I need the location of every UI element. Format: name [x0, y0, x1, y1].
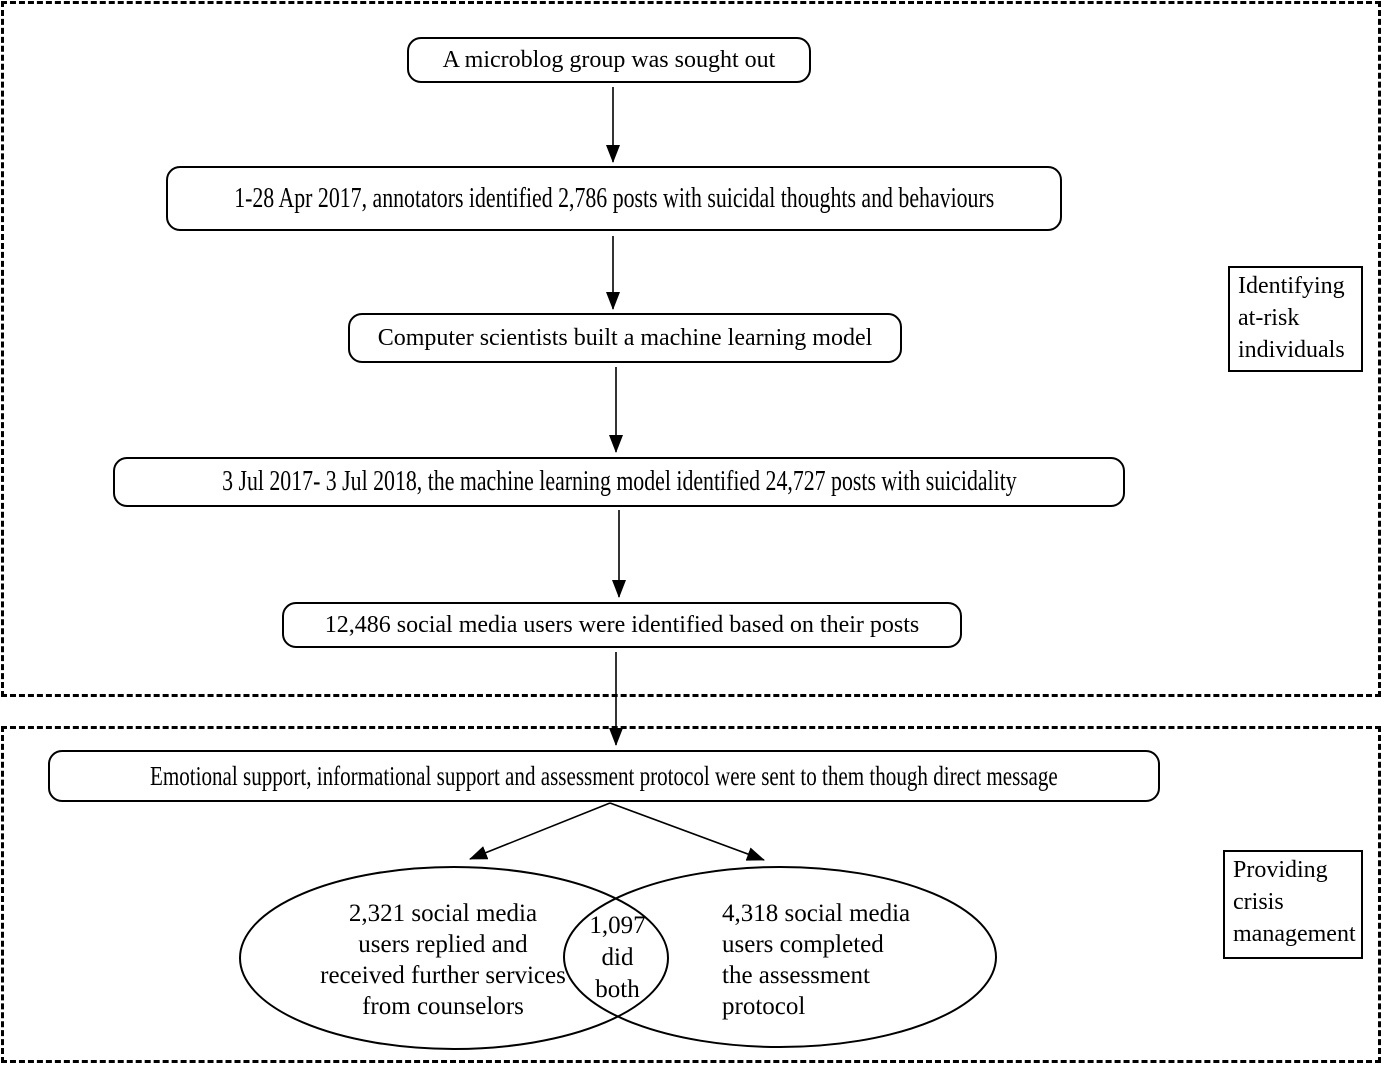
dashed-section-identifying [1, 1, 1381, 697]
flow-box-support-sent: Emotional support, informational support… [48, 750, 1160, 802]
flow-box-text: Emotional support, informational support… [150, 760, 1058, 791]
flow-box-users-identified: 12,486 social media users were identifie… [282, 602, 962, 648]
arrow-box6-right-ellipse [609, 802, 765, 861]
venn-right-ellipse [563, 866, 997, 1048]
stage-label-providing: Providing crisis management [1223, 850, 1363, 959]
flow-box-text: 3 Jul 2017- 3 Jul 2018, the machine lear… [221, 466, 1017, 497]
arrow-box6-left-ellipse [469, 802, 611, 860]
venn-left-label: 2,321 social media users replied and rec… [320, 900, 566, 1020]
flow-box-text: 12,486 social media users were identifie… [324, 611, 920, 638]
dashed-section-providing [1, 726, 1381, 1063]
flow-box-ml-model-identified: 3 Jul 2017- 3 Jul 2018, the machine lear… [113, 457, 1125, 507]
venn-right-label: 4,318 social media users completed the a… [722, 900, 911, 1020]
flow-box-text: A microblog group was sought out [442, 46, 776, 73]
stage-label-identifying: Identifying at-risk individuals [1228, 266, 1363, 372]
flow-box-microblog-group: A microblog group was sought out [407, 37, 811, 83]
venn-overlap-label: 1,097 did both [589, 912, 646, 1003]
flow-box-text: 1-28 Apr 2017, annotators identified 2,7… [233, 182, 995, 214]
flow-box-ml-model-built: Computer scientists built a machine lear… [348, 313, 902, 363]
venn-left-ellipse [239, 866, 669, 1050]
flow-box-text: Computer scientists built a machine lear… [377, 324, 873, 351]
flow-box-annotators-identified: 1-28 Apr 2017, annotators identified 2,7… [166, 166, 1062, 231]
